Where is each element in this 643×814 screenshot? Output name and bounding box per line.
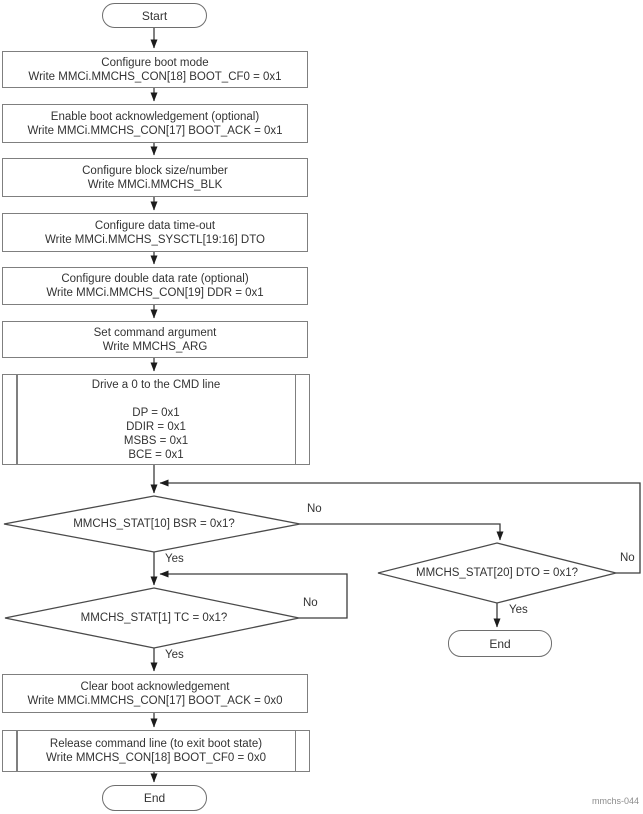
process-line: Clear boot acknowledgement — [80, 680, 230, 693]
process-line: Write MMCHS_ARG — [102, 340, 208, 353]
process-clear-boot-ack: Clear boot acknowledgement Write MMCi.MM… — [2, 674, 308, 713]
branch-bsr-no: No — [305, 503, 324, 516]
branch-dto-no: No — [618, 552, 637, 565]
subroutine-drive-cmd: Drive a 0 to the CMD line DP = 0x1 DDIR … — [2, 374, 310, 465]
subroutine-field: DP = 0x1 — [132, 406, 180, 419]
process-line: Write MMCi.MMCHS_CON[17] BOOT_ACK = 0x0 — [27, 694, 283, 707]
process-line: Write MMCi.MMCHS_BLK — [87, 178, 223, 191]
figure-caption: mmchs-044 — [591, 796, 639, 806]
process-line: Write MMCi.MMCHS_CON[18] BOOT_CF0 = 0x1 — [28, 70, 282, 83]
connector-bsr-no-dto — [300, 523, 504, 541]
process-configure-block: Configure block size/number Write MMCi.M… — [2, 158, 308, 197]
subroutine-release-cmd: Release command line (to exit boot state… — [2, 730, 310, 772]
end-label: End — [143, 791, 166, 805]
connector-tc-no-loopback — [159, 570, 348, 619]
subroutine-title: Drive a 0 to the CMD line — [91, 378, 221, 391]
branch-dto-yes: Yes — [507, 604, 530, 617]
subroutine-bar-right — [294, 731, 296, 771]
decision-bsr-question: MMCHS_STAT[10] BSR = 0x1? — [73, 518, 235, 530]
process-line: Configure double data rate (optional) — [61, 273, 249, 285]
subroutine-field: BCE = 0x1 — [128, 448, 184, 461]
branch-tc-yes: Yes — [163, 649, 186, 662]
subroutine-bar-right — [294, 375, 296, 464]
process-line: Enable boot acknowledgement (optional) — [50, 110, 260, 123]
process-line: Configure data time-out — [94, 219, 216, 232]
process-configure-ddr: Configure double data rate (optional) Wr… — [2, 267, 308, 305]
process-line: Configure block size/number — [82, 164, 228, 177]
process-line: Write MMCi.MMCHS_CON[17] BOOT_ACK = 0x1 — [27, 124, 283, 137]
end-terminator-timeout: End — [448, 630, 552, 657]
process-enable-boot-ack: Enable boot acknowledgement (optional) W… — [2, 104, 308, 143]
subroutine-field: DDIR = 0x1 — [126, 420, 186, 433]
decision-bsr-shape — [3, 495, 301, 553]
decision-dto-shape — [377, 542, 617, 604]
process-configure-timeout: Configure data time-out Write MMCi.MMCHS… — [2, 213, 308, 252]
subroutine-field: MSBS = 0x1 — [123, 434, 189, 447]
process-line: Set command argument — [93, 326, 217, 339]
decision-tc-shape — [4, 587, 300, 649]
process-configure-boot-mode: Configure boot mode Write MMCi.MMCHS_CON… — [2, 51, 308, 88]
subroutine-line: Release command line (to exit boot state… — [49, 738, 263, 750]
decision-dto-question: MMCHS_STAT[20] DTO = 0x1? — [415, 567, 578, 579]
process-set-cmd-arg: Set command argument Write MMCHS_ARG — [2, 321, 308, 358]
subroutine-bar-left — [16, 731, 18, 771]
process-line: Write MMCi.MMCHS_SYSCTL[19:16] DTO — [44, 233, 266, 246]
end-label: End — [489, 636, 511, 651]
process-line: Configure boot mode — [101, 56, 209, 69]
subroutine-bar-left — [16, 375, 18, 464]
connector-dto-no-loopback — [159, 479, 641, 574]
start-terminator: Start — [102, 3, 207, 28]
start-label: Start — [141, 8, 168, 23]
end-terminator-main: End — [102, 785, 207, 811]
branch-tc-no: No — [301, 597, 320, 610]
branch-bsr-yes: Yes — [163, 553, 186, 566]
decision-tc-question: MMCHS_STAT[1] TC = 0x1? — [80, 612, 228, 624]
process-line: Write MMCi.MMCHS_CON[19] DDR = 0x1 — [46, 287, 264, 299]
subroutine-line: Write MMCHS_CON[18] BOOT_CF0 = 0x0 — [46, 752, 266, 764]
